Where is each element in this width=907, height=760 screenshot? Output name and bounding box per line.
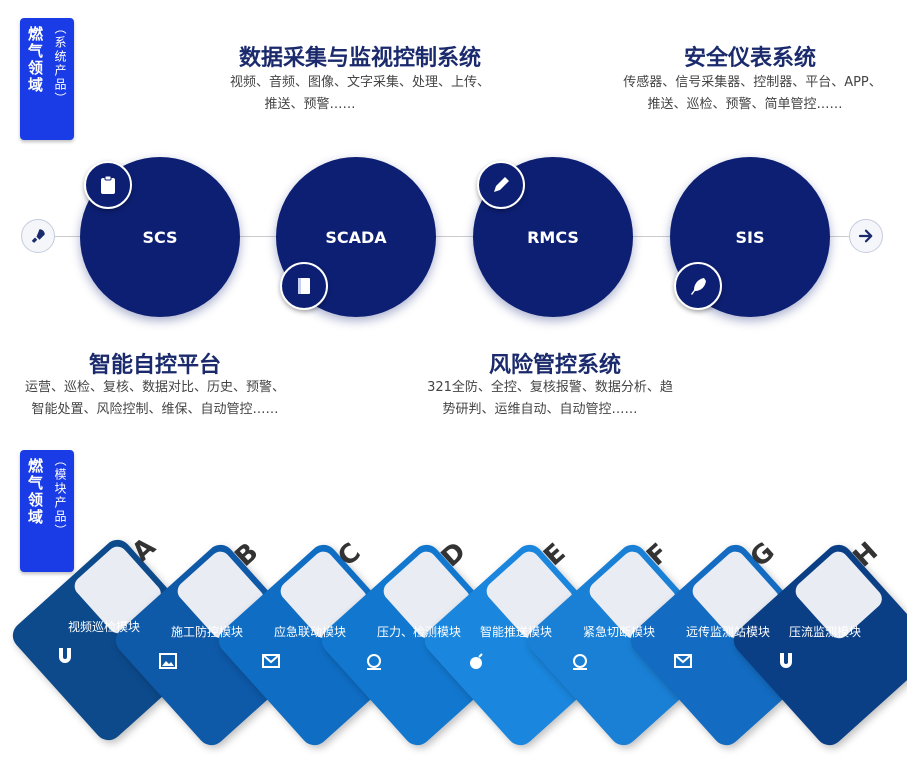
pencil-icon — [494, 177, 509, 192]
feather-icon — [691, 278, 706, 295]
section-tag-module: 燃气领域 （模块产品） — [20, 450, 74, 572]
bell-icon — [573, 654, 587, 670]
heading-scada: 数据采集与监视控制系统 — [238, 46, 481, 71]
heading-rmcs: 风险管控系统 — [488, 353, 621, 378]
mail-icon — [262, 654, 280, 668]
magnet-icon — [780, 653, 792, 668]
circle-label: SCS — [142, 227, 178, 247]
circle-label: SCADA — [325, 227, 387, 247]
feather-badge — [674, 262, 722, 310]
clipboard-badge — [84, 161, 132, 209]
section-tag-main: 燃气领域 — [26, 458, 44, 526]
desc-platform-1: 运营、巡检、复核、数据对比、历史、预警、 — [24, 380, 285, 395]
desc-rmcs-1: 321全防、全控、复核报警、数据分析、趋 — [427, 380, 673, 395]
arrow-right-icon — [858, 229, 873, 243]
image-icon — [159, 653, 177, 669]
pencil-badge — [477, 161, 525, 209]
magnet-icon — [59, 648, 71, 663]
book-icon — [298, 278, 310, 294]
end-node[interactable] — [849, 219, 883, 253]
mail-icon — [674, 654, 692, 668]
circle-label: SIS — [735, 227, 765, 247]
clipboard-icon — [101, 175, 115, 194]
module-label: 压流监测模块 — [789, 625, 862, 639]
start-node — [21, 219, 55, 253]
desc-rmcs-2: 势研判、运维自动、自动管控…… — [442, 402, 638, 417]
timeline-line — [40, 236, 866, 237]
module-label: 压力、检测模块 — [377, 625, 462, 639]
bomb-icon — [470, 653, 483, 669]
module-label: 施工防控模块 — [171, 625, 244, 639]
desc-platform-2: 智能处置、风险控制、维保、自动管控…… — [31, 402, 279, 417]
heading-platform: 智能自控平台 — [88, 353, 221, 378]
desc-sis-2: 推送、巡检、预警、简单管控…… — [647, 97, 843, 112]
section-tag-sub: （模块产品） — [53, 454, 67, 538]
desc-scada-2: 推送、预警…… — [264, 97, 356, 112]
book-badge — [280, 262, 328, 310]
module-label: 应急联动模块 — [274, 625, 347, 639]
rocket-icon — [32, 229, 45, 243]
heading-sis: 安全仪表系统 — [683, 46, 816, 71]
circle-label: RMCS — [527, 227, 579, 247]
module-label: 远传监测站模块 — [686, 625, 771, 639]
bell-icon — [367, 654, 381, 670]
section-tag-system: 燃气领域 （系统产品） — [20, 18, 74, 140]
module-label: 视频巡检模块 — [68, 620, 141, 634]
module-label: 紧急切断模块 — [583, 625, 656, 639]
desc-sis-1: 传感器、信号采集器、控制器、平台、APP、 — [623, 75, 882, 90]
section-tag-sub: （系统产品） — [53, 22, 67, 106]
section-tag-main: 燃气领域 — [26, 26, 44, 94]
module-label: 智能推送模块 — [480, 625, 553, 639]
desc-scada-1: 视频、音频、图像、文字采集、处理、上传、 — [229, 75, 490, 90]
